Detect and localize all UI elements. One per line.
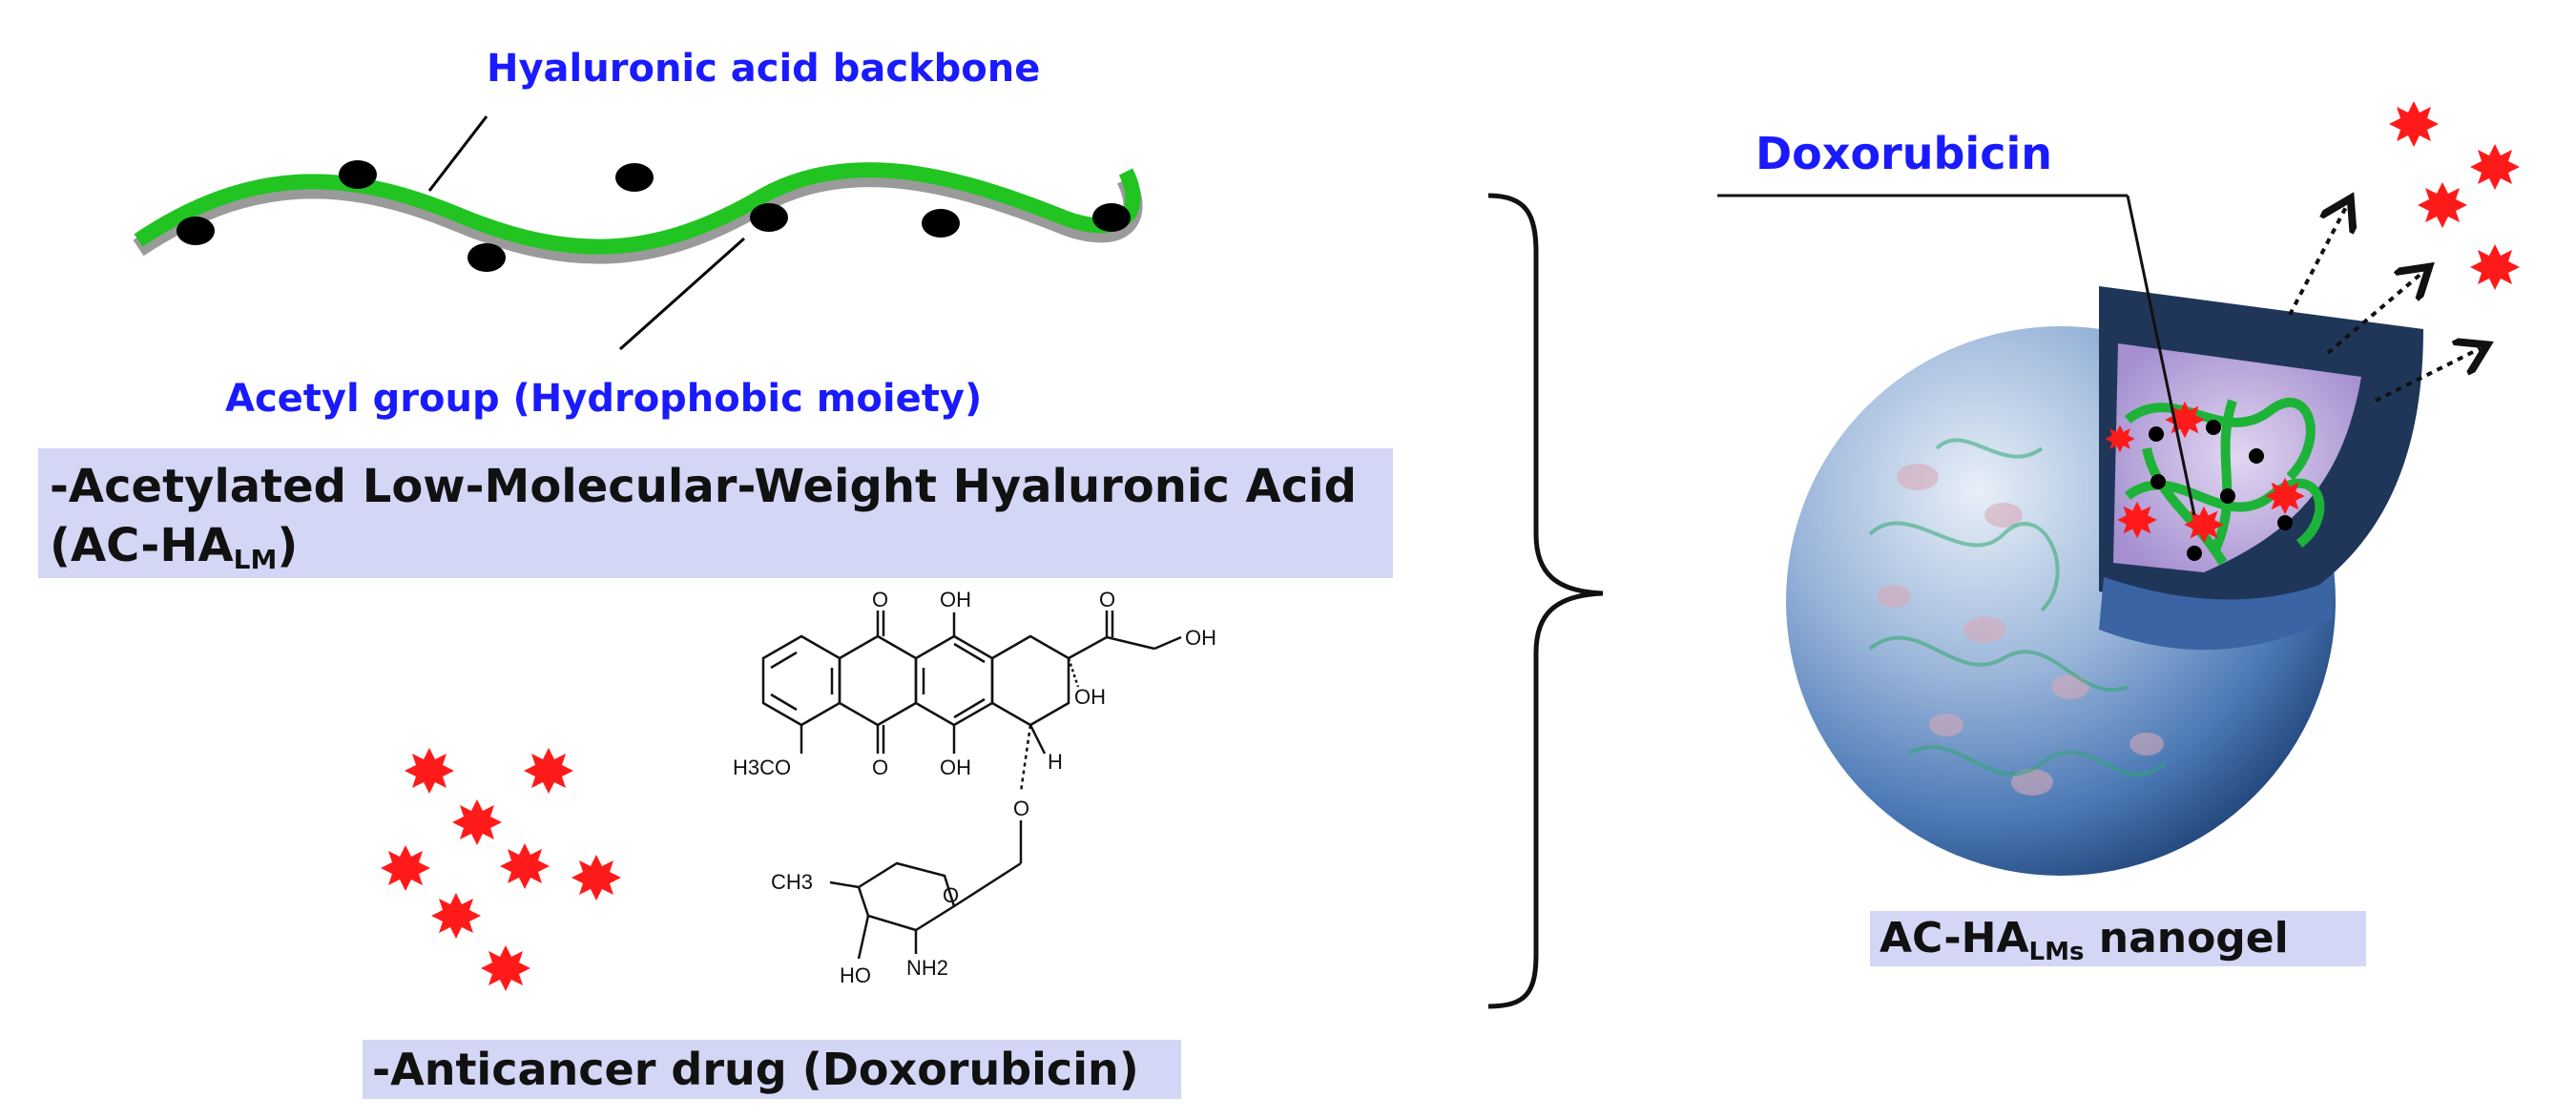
polymer-abbrev-close: ) xyxy=(277,519,299,572)
drug-molecule xyxy=(2389,101,2439,147)
polymer-label-line2: (AC-HALM) xyxy=(50,523,298,573)
drug-molecule xyxy=(2470,244,2520,290)
drug-molecule xyxy=(524,748,573,794)
ha-backbone xyxy=(133,160,1143,272)
nanogel-abbrev-sub: LMs xyxy=(2028,938,2085,966)
drug-molecule xyxy=(452,799,502,845)
atom-label: OH xyxy=(940,756,971,779)
nanogel-label: AC-HALMs nanogel xyxy=(1880,918,2289,966)
atom-label: O xyxy=(872,588,888,611)
drug-molecule xyxy=(481,945,530,991)
drug-molecule xyxy=(381,845,430,891)
release-arrows xyxy=(2288,205,2481,403)
atom-label: OH xyxy=(940,588,971,611)
acetyl-dot xyxy=(1092,203,1131,232)
atom-label: H xyxy=(1048,750,1063,774)
drug-label-band xyxy=(363,1040,1181,1099)
polymer-abbrev: (AC-HA xyxy=(50,519,234,572)
atom-label: O xyxy=(872,756,888,779)
nanogel-abbrev: AC-HA xyxy=(1880,914,2029,963)
acetyl-pointer xyxy=(619,237,745,351)
acetyl-dot xyxy=(467,243,506,272)
drug-molecule xyxy=(2470,144,2520,190)
release-arrow xyxy=(2326,272,2423,355)
drug-molecules-left xyxy=(381,748,621,991)
combine-brace xyxy=(1487,193,1604,1009)
doxorubicin-label: Doxorubicin xyxy=(1755,128,2052,179)
acetyl-group-label: Acetyl group (Hydrophobic moiety) xyxy=(225,377,983,421)
nanogel-label-band xyxy=(1870,911,2366,966)
atom-label: OH xyxy=(1185,626,1216,650)
acetyl-dot xyxy=(615,163,654,192)
acetyl-dot xyxy=(339,160,377,189)
drug-label: -Anticancer drug (Doxorubicin) xyxy=(372,1044,1139,1095)
atom-label: O xyxy=(943,883,959,907)
nanogel-word: nanogel xyxy=(2084,914,2289,963)
acetyl-dot xyxy=(177,217,215,245)
doxorubicin-atom-labels: O OH O OH OH H3CO O OH H O CH3 O NH2 HO xyxy=(733,588,1216,987)
doxorubicin-structure xyxy=(761,611,1182,960)
atom-label: O xyxy=(1013,797,1029,820)
release-arrow xyxy=(2375,348,2481,403)
atom-label: CH3 xyxy=(771,870,813,894)
drug-molecule xyxy=(2418,182,2467,228)
nanogel-particle xyxy=(1786,286,2423,876)
polymer-abbrev-sub: LM xyxy=(233,544,278,575)
acetyl-dot xyxy=(922,209,960,238)
drug-molecule xyxy=(405,748,454,794)
drug-molecule xyxy=(500,843,550,889)
backbone-label: Hyaluronic acid backbone xyxy=(487,47,1041,91)
atom-label: OH xyxy=(1074,685,1106,709)
atom-label: O xyxy=(1099,588,1115,611)
polymer-label-line1: -Acetylated Low-Molecular-Weight Hyaluro… xyxy=(50,460,1357,513)
atom-label: HO xyxy=(840,963,871,987)
release-arrow xyxy=(2288,205,2347,316)
backbone-pointer xyxy=(427,115,488,192)
acetyl-dot xyxy=(750,203,788,232)
drug-molecule xyxy=(431,893,481,939)
atom-label: H3CO xyxy=(733,756,791,779)
doxorubicin-pointer xyxy=(2126,195,2196,516)
released-drug-molecules xyxy=(2389,101,2520,290)
drug-molecule xyxy=(571,855,621,901)
atom-label: NH2 xyxy=(906,956,948,980)
polymer-label-band xyxy=(38,448,1393,578)
